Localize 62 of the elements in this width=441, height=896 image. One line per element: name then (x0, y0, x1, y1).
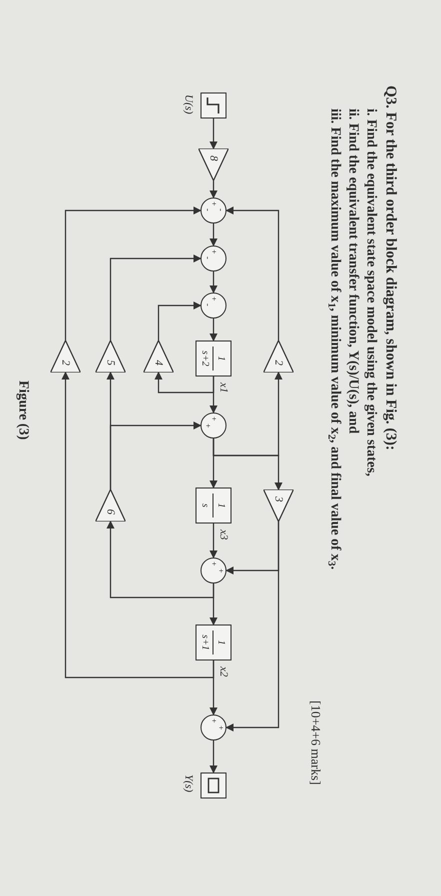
question-title: Q3. For the third order block diagram, shown in Fig. (3): (381, 85, 399, 450)
arrow (209, 523, 217, 558)
sign-label: - (203, 303, 212, 306)
arrow (209, 740, 217, 773)
sign-label: + (209, 296, 218, 301)
question-item: ii. Find the equivalent transfer function, Y(s)/U(s), and (344, 108, 361, 434)
signal-label: U(s) (181, 94, 195, 114)
arrow (109, 421, 201, 489)
arrow (209, 271, 217, 293)
sign-label: + (209, 416, 218, 421)
summing-junction (200, 292, 226, 318)
arrow (209, 180, 217, 198)
question-item: i. Find the equivalent state space model using the given states, (362, 108, 379, 476)
arrow (154, 371, 214, 393)
transfer-function-block (195, 340, 231, 376)
denominator: s+1 (200, 634, 210, 650)
sign-label: + (203, 423, 212, 428)
arrow (157, 301, 201, 340)
summing-junction (200, 557, 226, 583)
figure-caption: Figure (3) (14, 380, 31, 440)
gain-triangle: 2 (263, 340, 293, 372)
marks-note: [10+4+6 marks] (307, 700, 324, 784)
numerator: 1 (216, 502, 226, 508)
sign-label: + (209, 718, 218, 723)
gain-triangle: 2 (50, 340, 80, 372)
numerator: 1 (216, 640, 226, 644)
gain-triangle: 3 (263, 489, 293, 521)
edge-label: x3 (217, 528, 229, 540)
numerator: 1 (216, 356, 226, 360)
arrow (225, 521, 279, 731)
sign-label: + (209, 561, 218, 566)
arrow (64, 206, 201, 340)
denominator: s (200, 503, 210, 507)
summing-junction (200, 245, 226, 271)
arrow (209, 318, 217, 341)
arrow (106, 520, 214, 598)
sign-label: - (216, 208, 225, 211)
transfer-function-block (195, 624, 231, 660)
gain-triangle: 4 (143, 340, 173, 372)
summing-junction (200, 714, 226, 740)
arrow (109, 254, 201, 340)
sign-label: + (209, 249, 218, 254)
arrow (61, 371, 214, 678)
denominator: s+2 (200, 350, 210, 366)
signal-label: Y(s) (181, 774, 195, 792)
arrow (225, 206, 279, 340)
sign-label: + (216, 725, 225, 730)
transfer-function-block (195, 487, 231, 523)
sign-label: - (203, 256, 212, 259)
sign-label: - (203, 208, 212, 211)
step-source-block (200, 92, 226, 118)
summing-junction (200, 197, 226, 223)
sign-label: + (216, 568, 225, 573)
gain-triangle: 8 (198, 148, 228, 180)
scope-block (200, 772, 226, 798)
arrow (209, 223, 217, 246)
gain-triangle: 5 (95, 340, 125, 372)
arrow (209, 118, 217, 149)
sign-label: + (209, 201, 218, 206)
gain-triangle: 6 (95, 489, 125, 521)
summing-junction (200, 412, 226, 438)
arrow (212, 438, 282, 490)
